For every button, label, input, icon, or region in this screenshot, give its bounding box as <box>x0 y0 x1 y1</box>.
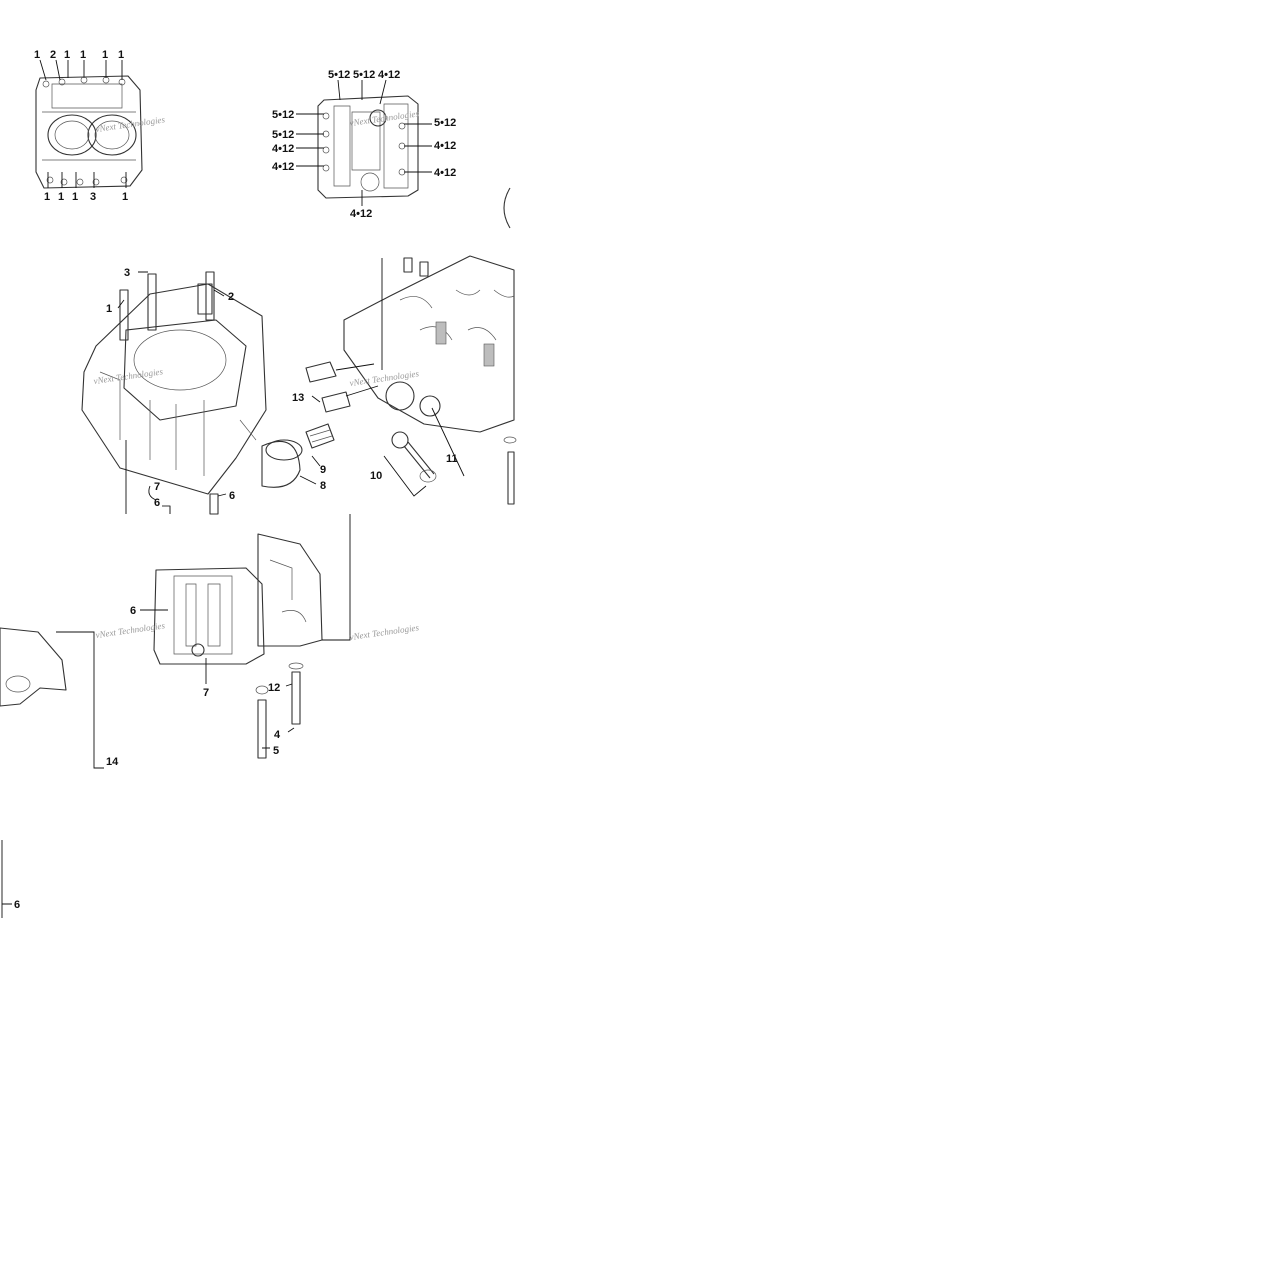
callout-label: 5•12 <box>272 109 294 121</box>
watermark: vNext Technologies <box>95 114 166 134</box>
callout-label: 1 <box>58 191 64 203</box>
watermark: vNext Technologies <box>95 620 166 640</box>
callout-label: 7 <box>203 687 209 699</box>
callout-label: 1 <box>106 303 112 315</box>
callouts-top-right: 5•12 5•12 4•12 5•12 5•12 4•12 4•12 5•12 … <box>272 69 456 220</box>
callout-label: 14 <box>106 756 119 768</box>
callouts-main-right: 13 10 11 <box>292 392 458 482</box>
callout-label: 1 <box>80 49 86 61</box>
callout-label: 6 <box>130 605 136 617</box>
watermarks: vNext Technologies vNext Technologies vN… <box>93 108 420 642</box>
callout-label: 5•12 <box>328 69 350 81</box>
callout-label: 1 <box>34 49 40 61</box>
callout-label: 9 <box>320 464 326 476</box>
callout-label: 12 <box>268 682 280 694</box>
upper-crankcase-half <box>81 271 335 515</box>
watermark: vNext Technologies <box>349 108 420 128</box>
callout-label: 4•12 <box>378 69 400 81</box>
callout-label: 6 <box>154 497 160 509</box>
crankcase-bottom-view <box>296 79 511 229</box>
callout-label: 5•12 <box>272 129 294 141</box>
callout-label: 6 <box>229 490 235 502</box>
callout-label: 2 <box>228 291 234 303</box>
callout-label: 8 <box>320 480 326 492</box>
callouts-top-left: 1 2 1 1 1 1 1 1 1 3 1 <box>34 49 128 203</box>
callout-label: 3 <box>124 267 130 279</box>
callout-label: 4•12 <box>272 161 294 173</box>
callout-label: 1 <box>102 49 108 61</box>
callout-label: 6 <box>14 899 20 911</box>
callout-label: 1 <box>118 49 124 61</box>
callout-label: 4•12 <box>434 140 456 152</box>
callout-label: 5 <box>273 745 279 757</box>
watermark: vNext Technologies <box>93 366 164 386</box>
callout-label: 5•12 <box>434 117 456 129</box>
callout-label: 2 <box>50 49 56 61</box>
callout-label: 4 <box>274 729 281 741</box>
callouts-main-left: 3 2 1 7 6 6 9 8 <box>106 267 326 509</box>
callout-label: 1 <box>44 191 50 203</box>
callout-label: 13 <box>292 392 304 404</box>
callout-label: 3 <box>90 191 96 203</box>
callouts-bottom: 6 7 12 4 5 14 6 <box>14 605 281 911</box>
lower-case-assembly <box>0 514 351 918</box>
callout-label: 11 <box>446 453 458 465</box>
watermark: vNext Technologies <box>349 622 420 642</box>
lower-crankcase-half <box>305 255 517 505</box>
callout-label: 1 <box>64 49 70 61</box>
callout-label: 7 <box>154 481 160 493</box>
callout-label: 1 <box>122 191 128 203</box>
callout-label: 1 <box>72 191 78 203</box>
crankcase-top-view <box>35 59 143 189</box>
callout-label: 5•12 <box>353 69 375 81</box>
callout-label: 10 <box>370 470 382 482</box>
callout-label: 4•12 <box>350 208 372 220</box>
callout-label: 4•12 <box>272 143 294 155</box>
callout-label: 4•12 <box>434 167 456 179</box>
